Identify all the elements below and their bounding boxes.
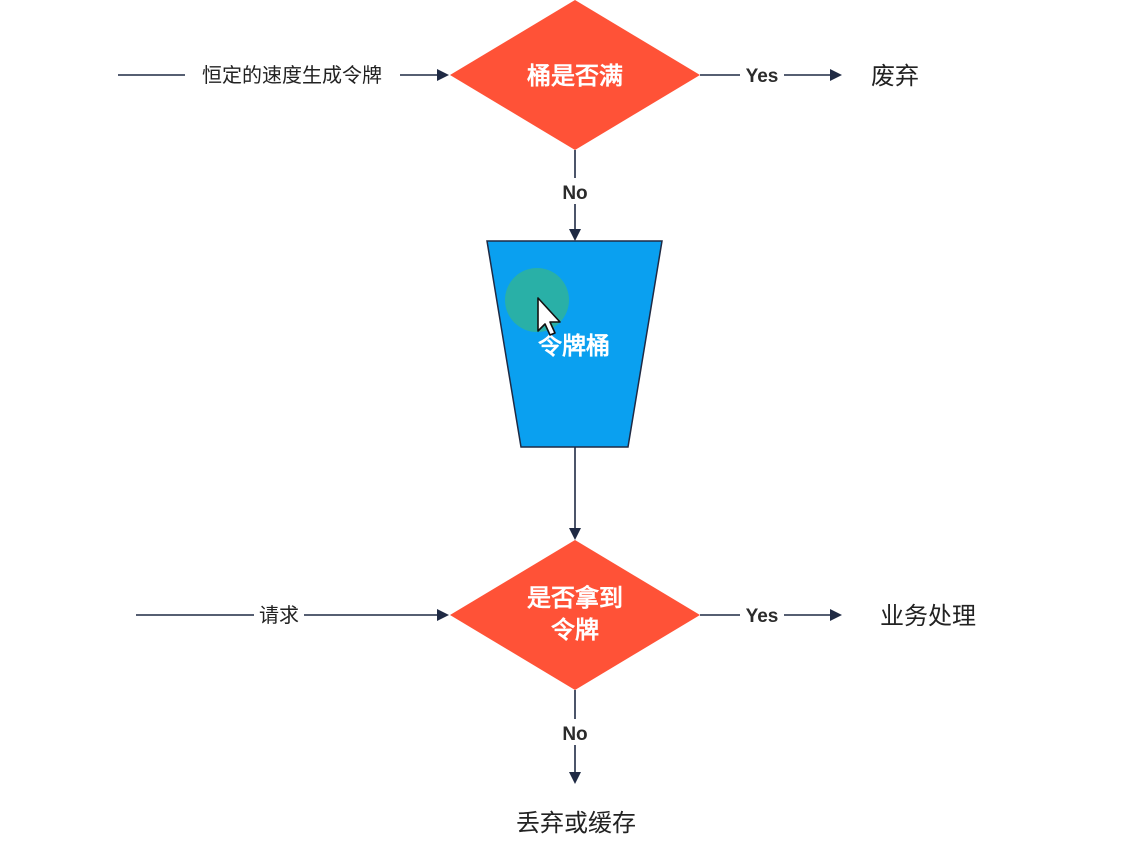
decision-got-token-label-line2: 令牌 — [551, 616, 599, 644]
output-business-processing: 业务处理 — [880, 602, 976, 630]
edge-request-arrowhead — [437, 609, 449, 621]
mouse-cursor-icon — [537, 297, 561, 336]
output-discard: 废弃 — [871, 62, 919, 90]
edge-token-no-arrowhead — [569, 772, 581, 784]
edge-token-generation-arrowhead — [437, 69, 449, 81]
output-drop-or-cache: 丢弃或缓存 — [516, 809, 636, 837]
edge-token-generation-label: 恒定的速度生成令牌 — [202, 63, 382, 87]
edge-full-yes-label: Yes — [746, 66, 779, 87]
edge-token-yes-label: Yes — [746, 606, 779, 627]
edge-full-yes-arrowhead — [830, 69, 842, 81]
edge-token-yes-arrowhead — [830, 609, 842, 621]
decision-got-token-label-line1: 是否拿到 — [527, 584, 623, 612]
edge-token-yes-label-bg — [740, 602, 784, 628]
edge-token-generation-label-bg — [185, 60, 400, 90]
edge-bucket-to-decision-arrowhead — [569, 528, 581, 540]
edge-full-yes-label-bg — [740, 62, 784, 88]
edge-full-no-arrowhead — [569, 229, 581, 241]
edge-request-label: 请求 — [259, 603, 299, 627]
edge-token-no-label-bg — [556, 719, 594, 745]
decision-bucket-full-label: 桶是否满 — [527, 62, 623, 90]
edge-request-label-bg — [254, 600, 304, 630]
edge-token-no-label: No — [562, 724, 587, 745]
edge-full-no-label: No — [562, 183, 587, 204]
edge-full-no-label-bg — [556, 178, 594, 204]
token-bucket-label: 令牌桶 — [538, 332, 610, 360]
decision-bucket-full[interactable] — [450, 0, 700, 150]
decision-got-token[interactable] — [450, 540, 700, 690]
